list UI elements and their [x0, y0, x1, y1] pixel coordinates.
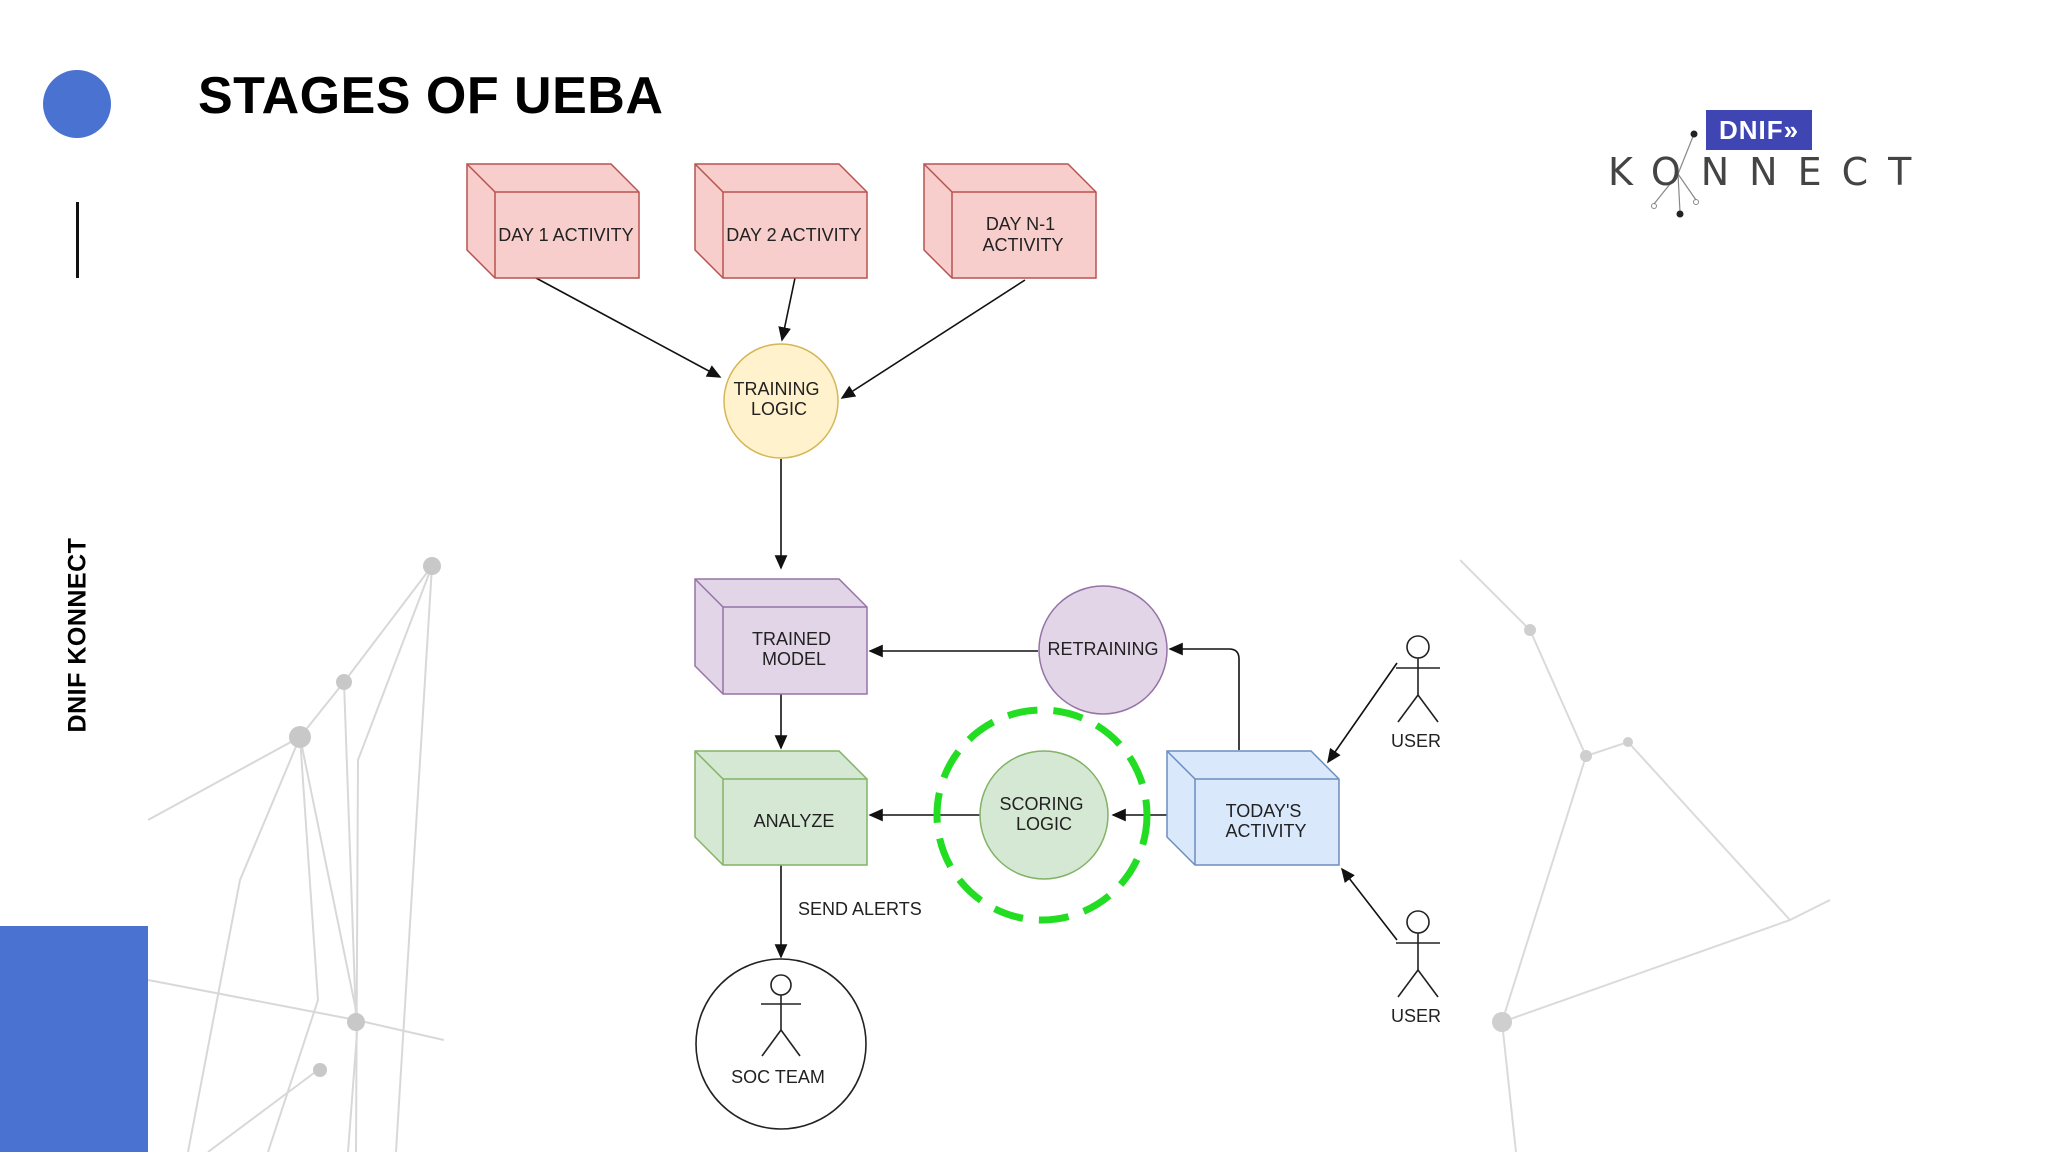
logo-network-icon — [1651, 130, 1699, 218]
node-todays-activity-label: TODAY'S ACTIVITY — [1225, 801, 1306, 841]
node-analyze-label: ANALYZE — [754, 811, 835, 831]
logo-wordmark: KONNECT — [1608, 150, 1932, 194]
user-actor-top — [1396, 635, 1440, 723]
network-background-left — [148, 557, 444, 1152]
node-retraining-label: RETRAINING — [1047, 639, 1158, 659]
node-scoring-logic-label: SCORING LOGIC — [999, 794, 1088, 834]
user-actor-bottom — [1396, 910, 1440, 998]
soc-team-actor-icon — [761, 974, 801, 1057]
edge-today-to-retraining — [1168, 642, 1240, 750]
node-retraining: RETRAINING — [1038, 585, 1168, 715]
node-analyze: ANALYZE — [694, 750, 868, 866]
network-background-right — [1460, 559, 1831, 1152]
node-day2-label: DAY 2 ACTIVITY — [726, 225, 861, 245]
edge-label-send-alerts: SEND ALERTS — [798, 899, 922, 919]
decorative-dot — [43, 70, 111, 138]
node-trained-model-label: TRAINED MODEL — [752, 629, 836, 669]
decorative-blue-block — [0, 926, 148, 1152]
user-top-label: USER — [1391, 731, 1441, 751]
node-soc-team: SOC TEAM — [695, 958, 867, 1130]
decorative-line — [76, 202, 79, 278]
edge-day2-to-training — [778, 277, 796, 342]
node-todays-activity: TODAY'S ACTIVITY — [1166, 750, 1340, 866]
page-title: STAGES OF UEBA — [198, 67, 664, 125]
dnif-konnect-logo: DNIF» KONNECT — [1608, 104, 1911, 224]
node-trained-model: TRAINED MODEL — [694, 578, 868, 695]
edge-dayn1-to-training — [840, 279, 1026, 399]
user-bottom-label: USER — [1391, 1006, 1441, 1026]
scoring-highlight-ring — [933, 706, 1151, 924]
node-day1-label: DAY 1 ACTIVITY — [498, 225, 633, 245]
node-day2-activity: DAY 2 ACTIVITY — [694, 163, 868, 279]
edge-user-bottom-to-today — [1341, 867, 1398, 941]
node-training-logic: TRAINING LOGIC — [723, 343, 839, 459]
node-scoring-logic: SCORING LOGIC — [933, 706, 1151, 924]
node-day1-activity: DAY 1 ACTIVITY — [466, 163, 640, 279]
edge-user-top-to-today — [1327, 662, 1398, 764]
node-soc-team-label: SOC TEAM — [731, 1067, 825, 1087]
node-dayn1-label: DAY N-1 ACTIVITY — [982, 214, 1063, 255]
logo-badge: DNIF» — [1706, 110, 1812, 150]
node-training-logic-label: TRAINING LOGIC — [733, 379, 824, 419]
edge-day1-to-training — [535, 277, 722, 378]
node-dayn1-activity: DAY N-1 ACTIVITY — [923, 163, 1097, 279]
